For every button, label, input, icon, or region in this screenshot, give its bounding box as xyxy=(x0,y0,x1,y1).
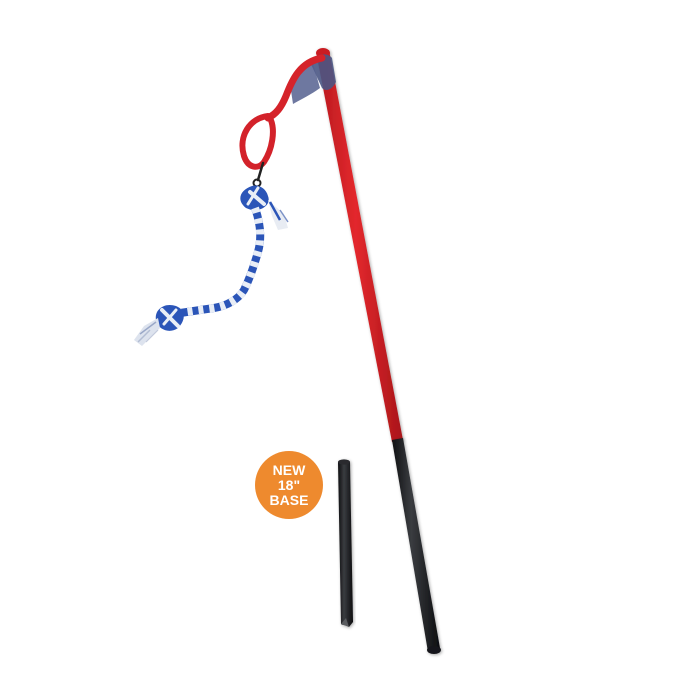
extra-base-stick xyxy=(338,459,353,627)
new-base-badge: NEW 18" BASE xyxy=(255,451,323,519)
pole-shaft xyxy=(316,48,403,442)
badge-line-base: BASE xyxy=(270,492,309,508)
bungee-tip xyxy=(264,54,326,122)
rope-loop xyxy=(239,113,276,188)
pole-handle xyxy=(392,438,441,654)
badge-line-size: 18" xyxy=(278,477,300,493)
badge-line-new: NEW xyxy=(273,462,306,478)
rope-toy xyxy=(134,185,289,346)
